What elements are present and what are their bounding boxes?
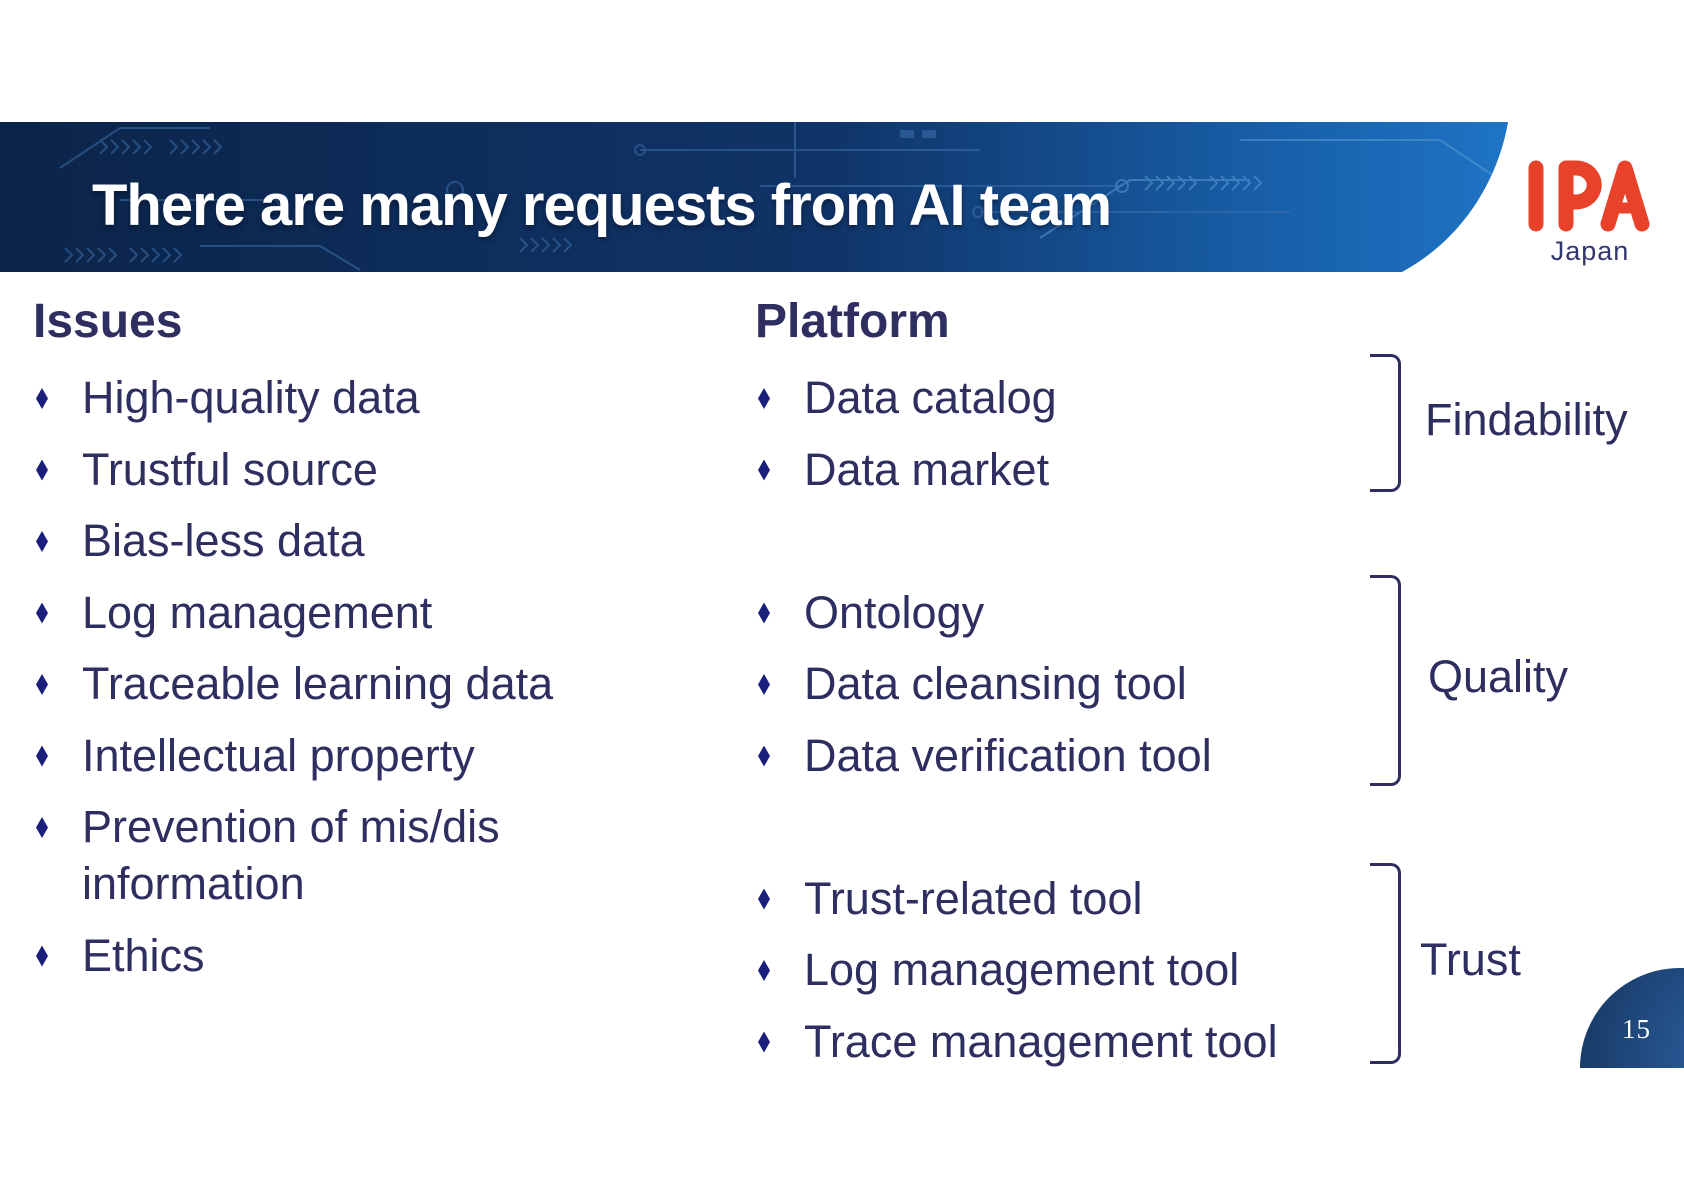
issue-item-label: Ethics (82, 929, 205, 981)
platform-item: Trace management tool (755, 1006, 1375, 1078)
platform-heading: Platform (755, 295, 950, 348)
bullet-diamond-icon (758, 888, 770, 910)
issue-item-label: Bias-less data (82, 515, 365, 567)
quality-label: Quality (1428, 651, 1569, 702)
bullet-diamond-icon (36, 945, 48, 967)
bullet-diamond-icon (36, 817, 48, 838)
findability-bracket (1370, 354, 1401, 492)
bullet-diamond-icon (758, 388, 770, 409)
ipa-logo-text: IPA (1590, 234, 1591, 235)
issue-item-label: Traceable learning data (82, 658, 554, 710)
issue-item-label: Log management (82, 586, 433, 638)
platform-item: Data market (755, 434, 1375, 506)
bullet-diamond-icon (758, 674, 770, 695)
bullet-diamond-icon (36, 602, 48, 624)
issue-item-label: Trustful source (82, 443, 378, 495)
quality-bracket (1370, 575, 1401, 786)
header-banner-graphic (0, 122, 1508, 272)
findability-label: Findability (1425, 394, 1628, 445)
bullet-diamond-icon (758, 602, 770, 624)
platform-item: Data catalog (755, 362, 1375, 434)
platform-group-findability: Data catalog Data market (755, 362, 1375, 505)
issue-item-label: High-quality data (82, 372, 420, 424)
bullet-diamond-icon (36, 459, 48, 481)
banner-shape (0, 122, 1508, 272)
issues-column: Issues High-quality data Trustful source… (33, 296, 633, 991)
issues-list: High-quality data Trustful source Bias-l… (33, 362, 633, 991)
issue-item: Log management (33, 577, 633, 649)
issue-item: Ethics (33, 920, 633, 992)
platform-item: Log management tool (755, 934, 1375, 1006)
platform-item: Data cleansing tool (755, 648, 1375, 720)
platform-item-label: Ontology (804, 586, 985, 638)
bullet-diamond-icon (758, 459, 770, 481)
bullet-diamond-icon (36, 531, 48, 552)
issues-heading: Issues (33, 295, 183, 348)
issue-item: Intellectual property (33, 720, 633, 792)
bullet-diamond-icon (758, 960, 770, 981)
platform-item-label: Log management tool (804, 944, 1240, 996)
bullet-diamond-icon (758, 1031, 770, 1053)
bullet-diamond-icon (36, 388, 48, 409)
ipa-logo-subtext: Japan (1550, 236, 1630, 266)
platform-item: Trust-related tool (755, 863, 1375, 935)
bullet-diamond-icon (36, 674, 48, 695)
trust-bracket (1370, 863, 1401, 1064)
platform-item-label: Trace management tool (804, 1015, 1278, 1067)
platform-group-quality: Ontology Data cleansing tool Data verifi… (755, 577, 1375, 792)
platform-item-label: Data market (804, 443, 1050, 495)
page-title: There are many requests from AI team (92, 173, 1112, 238)
circuit-pattern (59, 122, 1501, 271)
platform-item: Ontology (755, 577, 1375, 649)
platform-group-trust: Trust-related tool Log management tool T… (755, 863, 1375, 1078)
trust-label: Trust (1420, 934, 1521, 985)
issue-item: Trustful source (33, 434, 633, 506)
platform-item: Data verification tool (755, 720, 1375, 792)
issue-item: Traceable learning data (33, 648, 633, 720)
platform-item-label: Trust-related tool (804, 872, 1143, 924)
platform-item-label: Data cleansing tool (804, 658, 1187, 710)
platform-item-label: Data verification tool (804, 729, 1212, 781)
bullet-diamond-icon (758, 745, 770, 767)
ipa-logo: IPA Japan (1505, 158, 1675, 266)
ipa-logo-icon (1528, 160, 1650, 232)
platform-item-label: Data catalog (804, 372, 1057, 424)
issue-item-label: Intellectual property (82, 729, 475, 781)
bullet-diamond-icon (36, 745, 48, 767)
issue-item: High-quality data (33, 362, 633, 434)
issue-item: Bias-less data (33, 505, 633, 577)
page-number: 15 (1622, 1014, 1651, 1044)
platform-column: Platform Data catalog Data market Ontolo… (755, 296, 1375, 1077)
issue-item: Prevention of mis/dis information (33, 791, 633, 920)
issue-item-label: Prevention of mis/dis information (82, 801, 500, 910)
